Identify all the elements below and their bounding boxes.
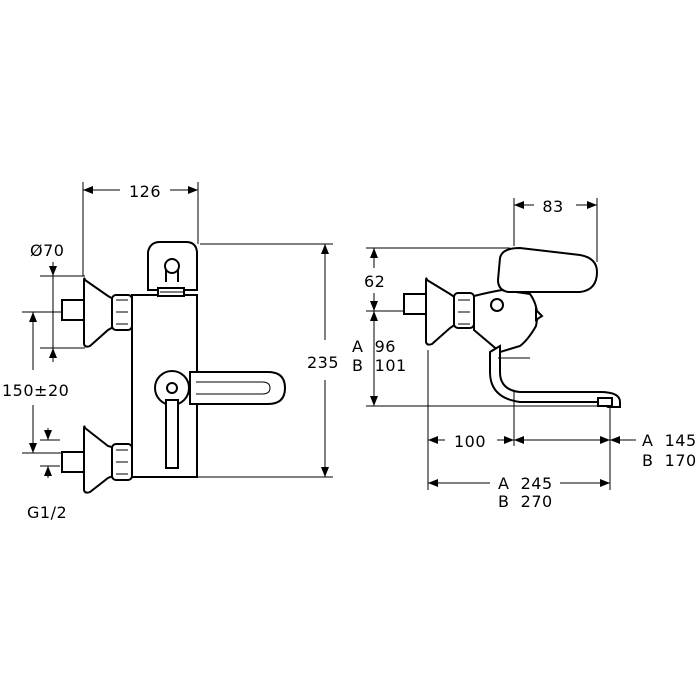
side-body bbox=[473, 288, 544, 354]
spout bbox=[489, 344, 621, 408]
dim-handle-line bbox=[513, 198, 598, 262]
dim-height-line bbox=[197, 243, 333, 478]
front-lever bbox=[154, 370, 287, 469]
dim-diameter-label: Ø70 bbox=[30, 241, 64, 260]
dim-width-line bbox=[82, 182, 199, 276]
dim-top-label: 62 bbox=[364, 272, 385, 291]
dim-total-a-label: A 245 bbox=[498, 474, 553, 493]
dim-width-label: 126 bbox=[129, 182, 161, 201]
side-handle bbox=[496, 246, 599, 293]
dim-spacing-label: 150±20 bbox=[2, 381, 69, 400]
dim-drop-b-label: B 101 bbox=[352, 356, 407, 375]
side-inlet bbox=[403, 277, 475, 346]
dim-thread-line bbox=[40, 428, 60, 478]
dim-drop-a-label: A 96 bbox=[352, 337, 396, 356]
dim-handle-label: 83 bbox=[542, 197, 563, 216]
dim-spout-line bbox=[427, 350, 636, 490]
dim-thread-label: G1/2 bbox=[27, 503, 67, 522]
dim-total-b-label: B 270 bbox=[498, 492, 553, 511]
dim-spout-a-label: A 145 bbox=[642, 431, 697, 450]
dim-diameter-line bbox=[40, 262, 85, 362]
upper-inlet bbox=[61, 277, 133, 348]
side-view: 83 62 A 96 B 101 bbox=[352, 197, 697, 511]
thermostat-cap bbox=[147, 241, 198, 297]
dim-height-label: 235 bbox=[307, 353, 339, 372]
lower-inlet bbox=[61, 425, 133, 494]
front-view: 126 Ø70 150±20 G1/2 bbox=[2, 182, 339, 522]
dim-spout-offset-label: 100 bbox=[454, 432, 486, 451]
dim-spout-b-label: B 170 bbox=[642, 451, 697, 470]
